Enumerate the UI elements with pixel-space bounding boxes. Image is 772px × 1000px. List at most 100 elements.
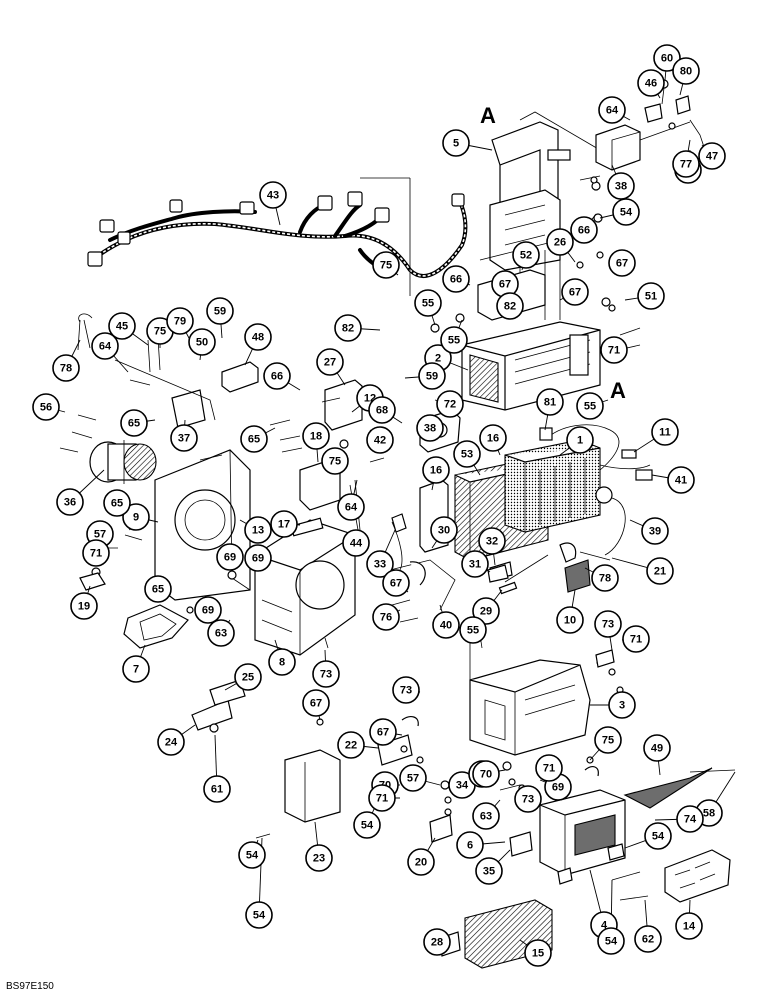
callout-48: 48 <box>244 323 272 351</box>
callout-number: 16 <box>487 433 499 445</box>
callout-circle <box>436 390 464 418</box>
callout-75: 75 <box>146 317 174 345</box>
callout-number: 60 <box>661 53 673 65</box>
callout-circle <box>536 388 564 416</box>
callout-number: 54 <box>652 831 665 843</box>
callout-26: 26 <box>546 228 574 256</box>
callout-number: 23 <box>313 853 325 865</box>
callout-39: 39 <box>641 517 669 545</box>
callout-28: 28 <box>423 928 451 956</box>
callout-72: 72 <box>436 390 464 418</box>
callout-circle <box>372 251 400 279</box>
callout-number: 69 <box>552 782 564 794</box>
callout-circle <box>353 811 381 839</box>
callout-54: 54 <box>238 841 266 869</box>
callout-number: 37 <box>178 433 190 445</box>
callout-number: 67 <box>390 578 402 590</box>
callout-number: 75 <box>329 456 341 468</box>
callout-circle <box>594 726 622 754</box>
callout-number: 75 <box>380 260 392 272</box>
callout-63: 63 <box>207 619 235 647</box>
callout-circle <box>369 718 397 746</box>
evaporator-core <box>504 439 601 533</box>
callout-22: 22 <box>337 731 365 759</box>
callout-75: 75 <box>594 726 622 754</box>
callout-53: 53 <box>453 440 481 468</box>
callout-circle <box>263 362 291 390</box>
callout-circle <box>206 297 234 325</box>
callout-circle <box>32 393 60 421</box>
callout-number: 27 <box>324 357 336 369</box>
callout-circle <box>637 69 665 97</box>
callout-circle <box>234 663 262 691</box>
callout-77: 77 <box>672 150 700 178</box>
callout-number: 21 <box>654 566 666 578</box>
callout-55: 55 <box>440 326 468 354</box>
callout-54: 54 <box>597 927 625 955</box>
callout-number: 69 <box>252 553 264 565</box>
callout-number: 81 <box>544 397 556 409</box>
callout-69: 69 <box>244 544 272 572</box>
callout-44: 44 <box>342 529 370 557</box>
callout-18: 18 <box>302 422 330 450</box>
callout-circle <box>622 625 650 653</box>
callout-number: 7 <box>133 664 139 676</box>
callout-number: 67 <box>310 698 322 710</box>
callout-8: 8 <box>268 648 296 676</box>
callout-circle <box>366 426 394 454</box>
callout-76: 76 <box>372 603 400 631</box>
air-plenum <box>539 789 626 876</box>
callout-number: 72 <box>444 399 456 411</box>
callout-circle <box>399 764 427 792</box>
callout-circle <box>612 198 640 226</box>
callout-number: 59 <box>426 371 438 383</box>
callout-number: 5 <box>453 138 459 150</box>
callout-circle <box>70 592 98 620</box>
callout-number: 55 <box>448 335 460 347</box>
callout-circle <box>607 172 635 200</box>
callout-number: 17 <box>278 519 290 531</box>
callout-30: 30 <box>430 516 458 544</box>
callout-circle <box>321 447 349 475</box>
callout-circle <box>472 597 500 625</box>
callout-circle <box>423 928 451 956</box>
callout-55: 55 <box>414 289 442 317</box>
callout-number: 71 <box>376 793 388 805</box>
callout-circle <box>667 466 695 494</box>
callout-number: 47 <box>706 151 718 163</box>
callout-1: 1 <box>566 426 594 454</box>
callout-number: 42 <box>374 435 386 447</box>
callout-number: 54 <box>605 936 618 948</box>
callout-circle <box>203 775 231 803</box>
callout-71: 71 <box>535 754 563 782</box>
callout-7: 7 <box>122 655 150 683</box>
callout-31: 31 <box>461 550 489 578</box>
callout-19: 19 <box>70 592 98 620</box>
callout-number: 61 <box>211 784 223 796</box>
callout-circle <box>698 142 726 170</box>
reference-marks: A A <box>480 103 626 403</box>
callout-circle <box>453 440 481 468</box>
callout-circle <box>512 241 540 269</box>
callout-number: 44 <box>350 538 363 550</box>
callout-circle <box>240 425 268 453</box>
callout-circle <box>514 785 542 813</box>
callout-number: 78 <box>60 363 72 375</box>
callout-number: 67 <box>616 258 628 270</box>
callout-number: 19 <box>78 601 90 613</box>
callout-circle <box>238 841 266 869</box>
callout-number: 32 <box>486 536 498 548</box>
callout-circle <box>646 557 674 585</box>
callout-number: 74 <box>684 814 697 826</box>
callout-number: 73 <box>320 669 332 681</box>
callout-number: 66 <box>578 225 590 237</box>
callout-circle <box>372 603 400 631</box>
callout-number: 71 <box>543 763 555 775</box>
callout-43: 43 <box>259 181 287 209</box>
callout-circle <box>479 424 507 452</box>
reference-mark-a-bottom: A <box>610 378 626 403</box>
callout-number: 40 <box>440 620 452 632</box>
wire-harness <box>87 177 468 296</box>
callout-number: 67 <box>377 727 389 739</box>
callout-51: 51 <box>637 282 665 310</box>
